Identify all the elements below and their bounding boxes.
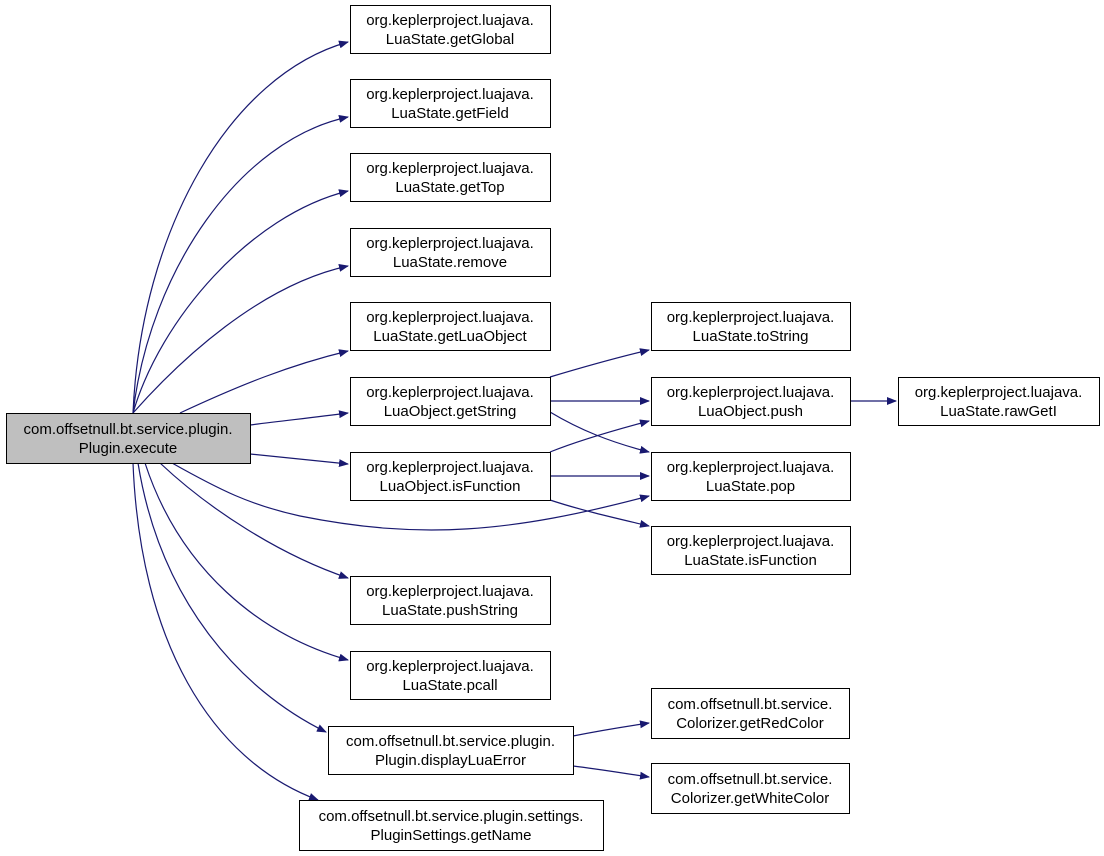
node-label-line1: org.keplerproject.luajava. [915,384,1083,401]
node-label-line1: org.keplerproject.luajava. [366,459,534,476]
node-label-line1: org.keplerproject.luajava. [366,583,534,600]
edge-execute-to-isFunctionObj [249,453,349,468]
node-pop[interactable]: org.keplerproject.luajava. LuaState.pop [651,452,851,501]
node-getLuaObject[interactable]: org.keplerproject.luajava. LuaState.getLu… [350,302,551,351]
node-label-line2: LuaState.remove [393,254,507,271]
edge-displayLuaError-to-getRedColor [572,720,650,737]
node-box [350,302,551,351]
node-box [651,302,851,351]
node-execute[interactable]: com.offsetnull.bt.service.plugin. Plugin.… [6,413,251,464]
node-box [350,576,551,625]
edge-execute-to-getField [132,114,349,414]
node-label-line1: org.keplerproject.luajava. [366,12,534,29]
node-box [350,452,551,501]
node-isFunctionState[interactable]: org.keplerproject.luajava. LuaState.isFun… [651,526,851,575]
node-box [328,726,574,775]
node-label-line1: com.offsetnull.bt.service.plugin. [346,733,555,750]
node-getName[interactable]: com.offsetnull.bt.service.plugin.setting… [299,800,604,851]
edge-execute-to-getGlobal [132,40,349,414]
node-box [350,228,551,277]
node-box [651,452,851,501]
node-label-line2: Plugin.displayLuaError [375,752,526,769]
edge-execute-to-getTop [132,189,349,414]
node-label-line1: org.keplerproject.luajava. [366,658,534,675]
node-isFunctionObj[interactable]: org.keplerproject.luajava. LuaObject.isFu… [350,452,551,501]
node-displayLuaError[interactable]: com.offsetnull.bt.service.plugin. Plugin.… [328,726,574,775]
edge-isFunctionObj-to-isFunctionState [549,499,650,528]
node-label-line2: Colorizer.getRedColor [676,715,824,732]
node-label-line1: org.keplerproject.luajava. [667,309,835,326]
node-label-line2: LuaState.getLuaObject [373,328,527,345]
node-label-line2: PluginSettings.getName [371,827,532,844]
edge-getString-to-toString [549,348,650,378]
node-label-line1: com.offsetnull.bt.service.plugin.setting… [319,808,584,825]
node-label-line1: com.offsetnull.bt.service. [668,696,833,713]
node-getGlobal[interactable]: org.keplerproject.luajava. LuaState.getGl… [350,5,551,54]
node-label-line1: org.keplerproject.luajava. [366,235,534,252]
edge-displayLuaError-to-getWhiteColor [572,765,650,780]
node-push[interactable]: org.keplerproject.luajava. LuaObject.push [651,377,851,426]
node-label-line2: LuaState.toString [693,328,809,345]
edge-isFunctionObj-to-push [549,419,650,453]
node-label-line2: LuaState.rawGetI [940,403,1057,420]
node-label-line2: LuaState.isFunction [684,552,817,569]
node-box [651,526,851,575]
node-box [6,413,251,464]
node-label-line1: org.keplerproject.luajava. [667,384,835,401]
node-label-line1: com.offsetnull.bt.service. [668,771,833,788]
node-rawGetI[interactable]: org.keplerproject.luajava. LuaState.rawGe… [898,377,1100,426]
node-box [350,153,551,202]
node-pushString[interactable]: org.keplerproject.luajava. LuaState.pushS… [350,576,551,625]
edge-execute-to-remove [132,263,349,414]
nodes-layer: com.offsetnull.bt.service.plugin. Plugin.… [6,5,1100,851]
edge-execute-to-pcall [144,462,349,662]
node-label-line2: Colorizer.getWhiteColor [671,790,829,807]
node-label-line1: org.keplerproject.luajava. [366,309,534,326]
node-label-line2: LuaState.pop [706,478,795,495]
edge-execute-to-getName [132,462,319,801]
node-box [898,377,1100,426]
node-remove[interactable]: org.keplerproject.luajava. LuaState.remov… [350,228,551,277]
node-box [350,377,551,426]
node-label-line2: LuaObject.push [698,403,803,420]
node-label-line1: org.keplerproject.luajava. [366,160,534,177]
edges-layer [132,40,897,801]
node-getField[interactable]: org.keplerproject.luajava. LuaState.getFi… [350,79,551,128]
edge-execute-to-getString [249,410,349,426]
node-label-line2: LuaState.pcall [402,677,497,694]
node-box [651,688,850,739]
node-getWhiteColor[interactable]: com.offsetnull.bt.service. Colorizer.getW… [651,763,850,814]
node-label-line2: LuaObject.getString [384,403,517,420]
edge-execute-to-pushString [159,462,349,579]
node-label-line2: LuaObject.isFunction [380,478,521,495]
node-getTop[interactable]: org.keplerproject.luajava. LuaState.getTo… [350,153,551,202]
edge-execute-to-getLuaObject [179,349,349,414]
node-label-line2: LuaState.getField [391,105,509,122]
edge-getString-to-pop [549,411,650,454]
node-label-line2: LuaState.getTop [395,179,504,196]
edge-execute-to-pop [171,462,650,531]
node-box [350,79,551,128]
node-box [299,800,604,851]
node-label-line2: LuaState.pushString [382,602,518,619]
node-label-line1: org.keplerproject.luajava. [667,459,835,476]
node-box [350,651,551,700]
node-toString[interactable]: org.keplerproject.luajava. LuaState.toStr… [651,302,851,351]
node-pcall[interactable]: org.keplerproject.luajava. LuaState.pcall [350,651,551,700]
node-label-line1: org.keplerproject.luajava. [366,384,534,401]
node-label-line1: org.keplerproject.luajava. [667,533,835,550]
node-box [350,5,551,54]
node-label-line2: Plugin.execute [79,440,177,457]
node-getRedColor[interactable]: com.offsetnull.bt.service. Colorizer.getR… [651,688,850,739]
node-box [651,377,851,426]
node-label-line1: com.offsetnull.bt.service.plugin. [24,421,233,438]
edge-execute-to-displayLuaError [137,462,327,733]
node-getString[interactable]: org.keplerproject.luajava. LuaObject.getS… [350,377,551,426]
node-label-line2: LuaState.getGlobal [386,31,514,48]
node-box [651,763,850,814]
node-label-line1: org.keplerproject.luajava. [366,86,534,103]
